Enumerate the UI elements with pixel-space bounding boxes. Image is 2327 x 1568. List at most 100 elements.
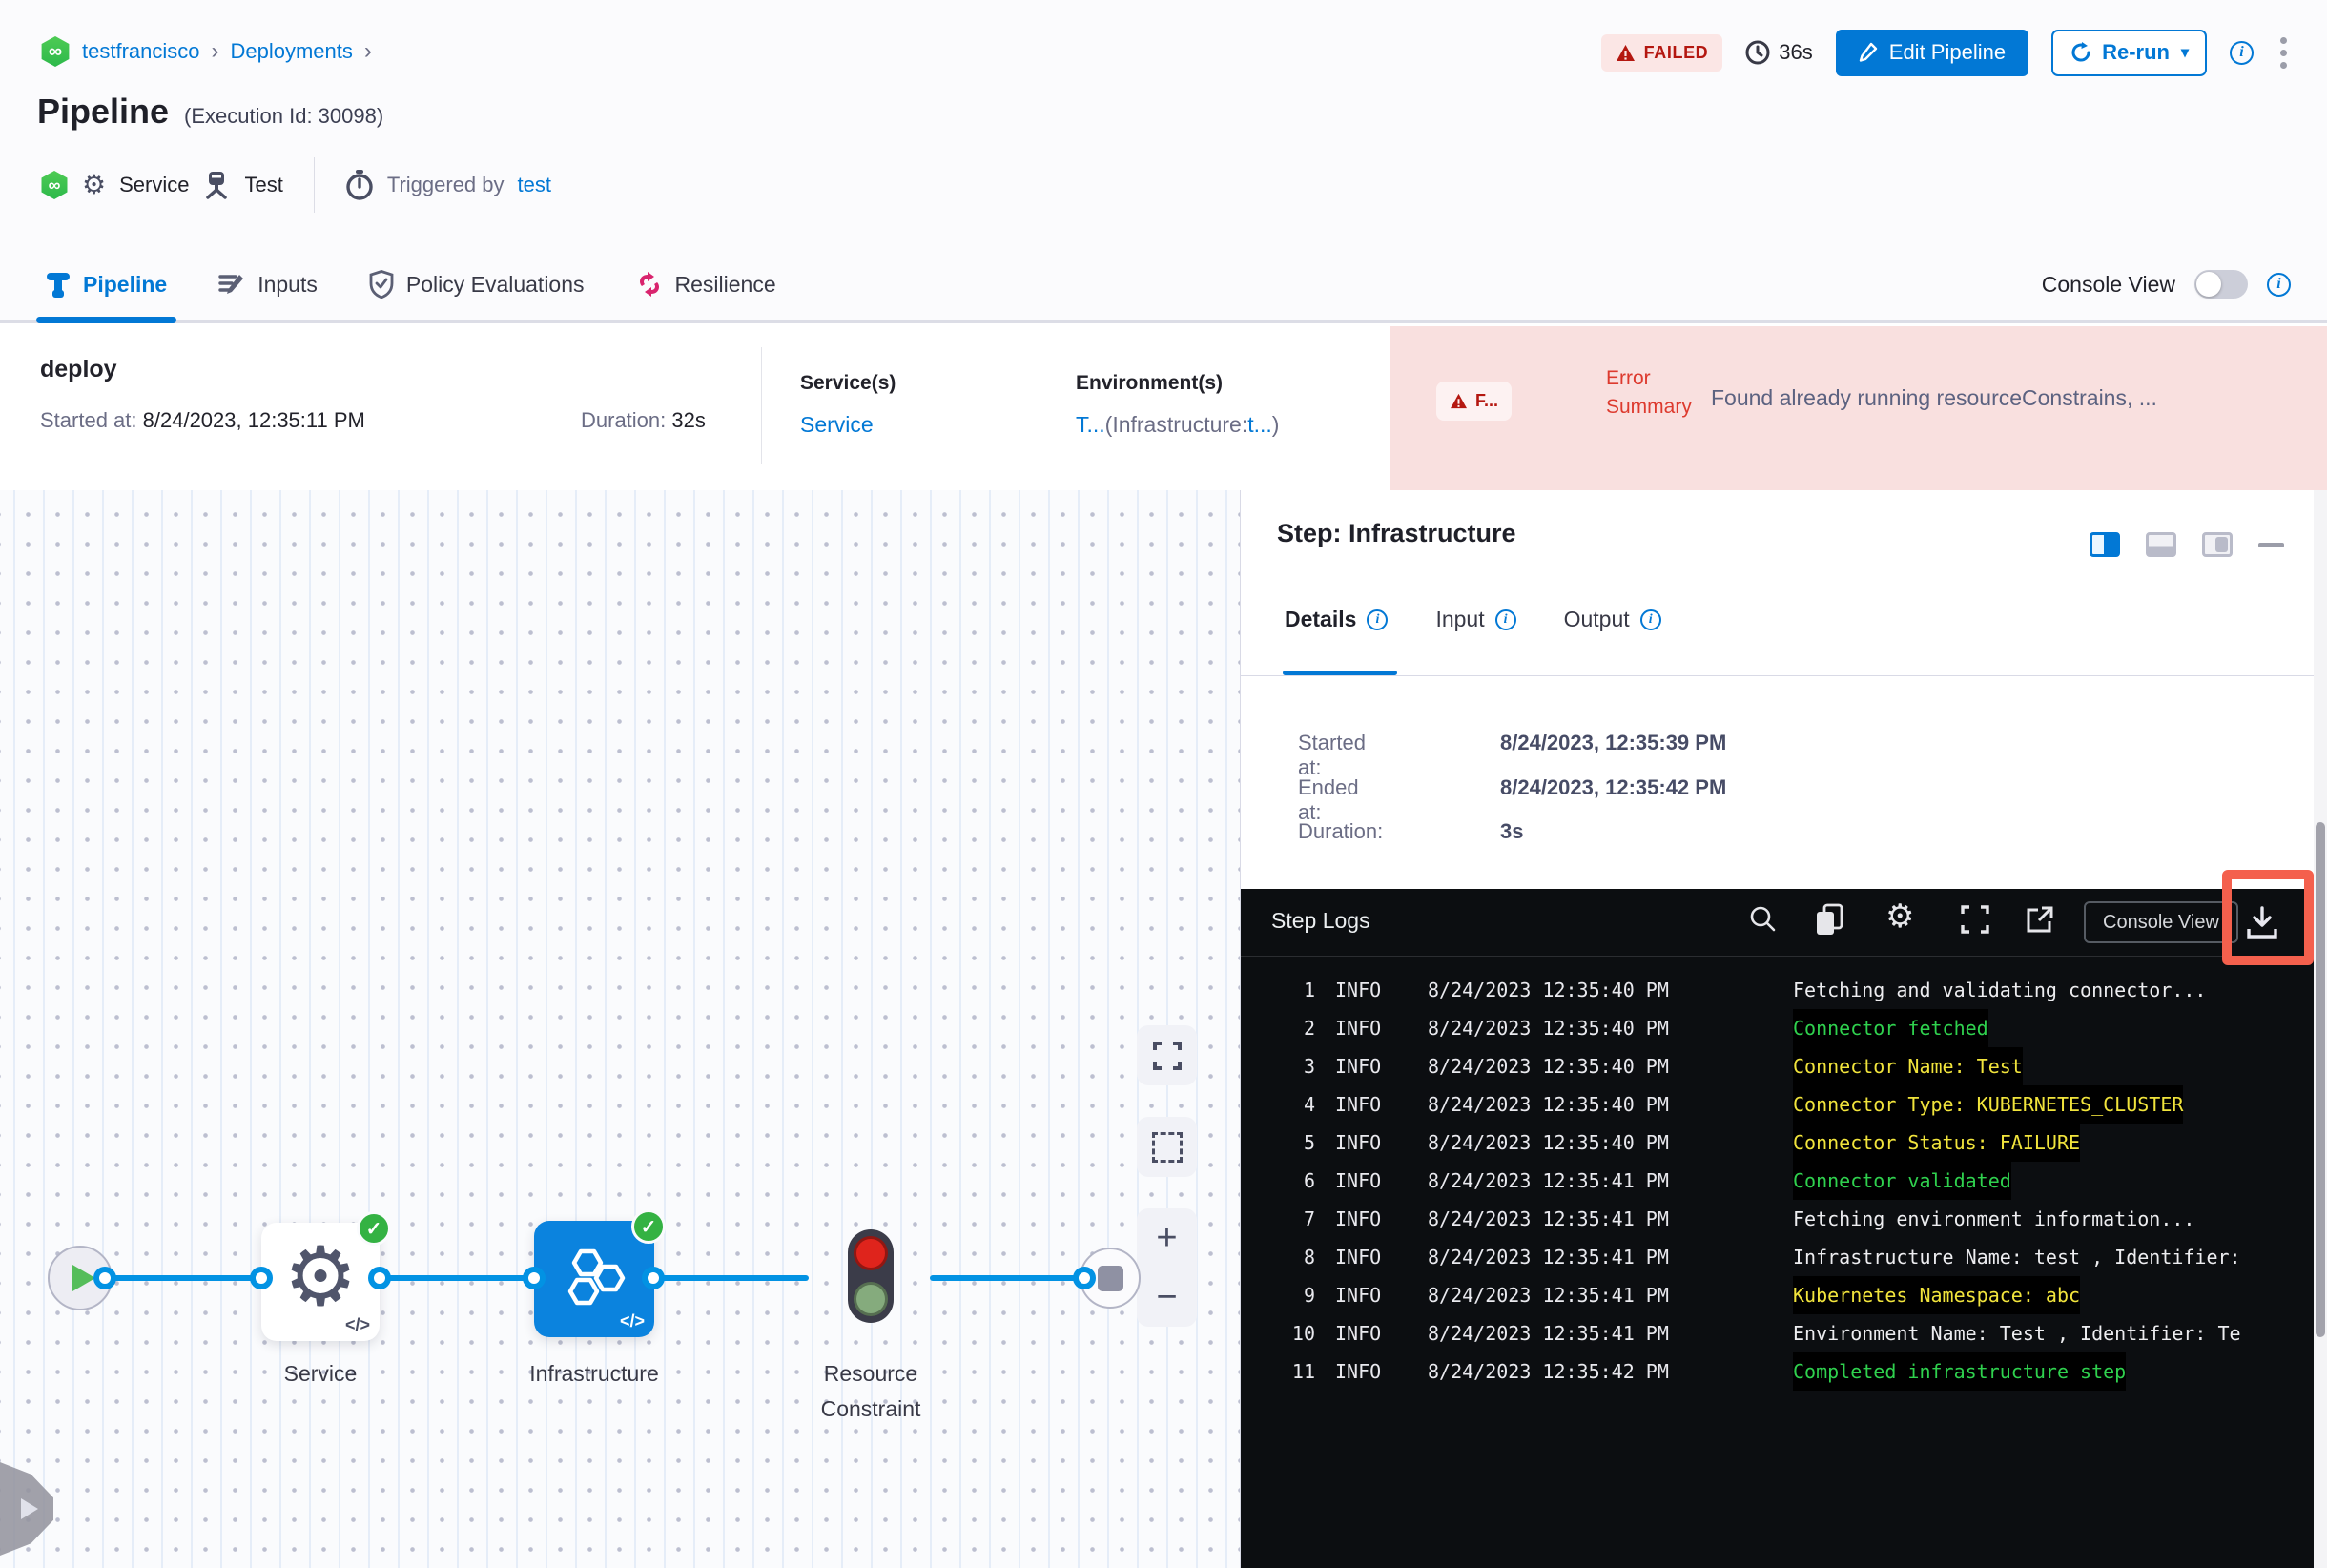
pipeline-graph-canvas[interactable]: ⚙ </> ✓ </> ✓ Service Infrastructure Res… xyxy=(0,490,1241,1568)
log-settings-gear-icon[interactable]: ⚙ xyxy=(1885,898,1915,935)
breadcrumb-deployments-link[interactable]: Deployments xyxy=(230,39,353,63)
environment-link[interactable]: T... xyxy=(1076,412,1105,437)
node-service[interactable]: ⚙ </> ✓ xyxy=(261,1211,391,1341)
logs-fullscreen-icon[interactable] xyxy=(1960,904,1990,935)
log-line-number: 2 xyxy=(1303,1017,1315,1040)
tab-resilience[interactable]: Resilience xyxy=(636,245,776,323)
minimize-panel-button[interactable] xyxy=(2258,542,2284,547)
info-icon[interactable]: i xyxy=(1494,609,1516,630)
info-icon[interactable]: i xyxy=(1367,609,1389,630)
error-status-badge: F... xyxy=(1436,382,1513,421)
logs-console-view-button[interactable]: Console View xyxy=(2084,901,2238,943)
detail-label: Started at: xyxy=(1298,731,1366,779)
success-check-icon: ✓ xyxy=(631,1209,666,1244)
log-timestamp: 8/24/2023 12:35:40 PM xyxy=(1428,1093,1669,1116)
stage-started: Started at: 8/24/2023, 12:35:11 PM xyxy=(40,408,365,432)
tab-pipeline[interactable]: Pipeline xyxy=(35,245,177,323)
divider xyxy=(313,157,315,213)
breadcrumb-project-link[interactable]: testfrancisco xyxy=(82,39,200,63)
edit-pipeline-button[interactable]: Edit Pipeline xyxy=(1835,29,2029,76)
canvas-fullscreen-button[interactable] xyxy=(1137,1025,1197,1085)
caret-down-icon: ▾ xyxy=(2180,45,2189,61)
info-icon[interactable]: i xyxy=(1639,609,1661,630)
rerun-button[interactable]: Re-run ▾ xyxy=(2051,29,2207,76)
selection-icon xyxy=(1151,1131,1183,1163)
execution-tabbar: Pipeline Inputs Policy Evaluations Resil… xyxy=(0,245,2327,323)
download-logs-icon[interactable] xyxy=(2244,906,2280,940)
log-level: INFO xyxy=(1335,1131,1382,1154)
environment-infra-link[interactable]: t... xyxy=(1247,412,1272,437)
pencil-icon xyxy=(1859,42,1877,62)
log-message: Connector Type: KUBERNETES_CLUSTER xyxy=(1793,1085,2184,1124)
code-glyph: </> xyxy=(619,1311,645,1331)
log-line-number: 5 xyxy=(1303,1131,1315,1154)
stopwatch-icon xyxy=(346,170,373,200)
log-timestamp: 8/24/2023 12:35:41 PM xyxy=(1428,1169,1669,1192)
zoom-in-button[interactable]: + xyxy=(1156,1218,1178,1258)
harness-logo-icon: ∞ xyxy=(41,36,70,67)
layout-horizontal-split-button[interactable] xyxy=(2146,532,2176,557)
node-resource-constraint[interactable] xyxy=(848,1229,894,1323)
layout-floating-button[interactable] xyxy=(2202,532,2233,557)
search-icon[interactable] xyxy=(1748,904,1777,933)
tab-policy-evaluations[interactable]: Policy Evaluations xyxy=(369,245,585,323)
log-message: Fetching environment information... xyxy=(1793,1207,2195,1230)
log-timestamp: 8/24/2023 12:35:40 PM xyxy=(1428,1055,1669,1078)
canvas-zoom-controls: + − xyxy=(1137,1208,1197,1327)
tab-inputs[interactable]: Inputs xyxy=(218,245,318,323)
green-light-icon xyxy=(854,1282,888,1316)
graph-edge xyxy=(105,1275,261,1281)
log-timestamp: 8/24/2023 12:35:41 PM xyxy=(1428,1207,1669,1230)
edge-port xyxy=(523,1267,546,1289)
edge-port xyxy=(642,1267,665,1289)
info-icon[interactable]: i xyxy=(2267,272,2291,297)
copy-icon[interactable] xyxy=(1813,902,1845,939)
service-link[interactable]: Service xyxy=(800,412,874,437)
edge-port xyxy=(368,1267,391,1289)
end-node[interactable] xyxy=(1080,1248,1141,1309)
detail-label: Ended at: xyxy=(1298,775,1359,824)
more-options-menu[interactable] xyxy=(2276,33,2291,72)
node-label: Infrastructure xyxy=(529,1361,659,1386)
edge-port xyxy=(1073,1267,1096,1289)
canvas-select-button[interactable] xyxy=(1137,1117,1197,1177)
open-external-icon[interactable] xyxy=(2025,904,2055,935)
detail-label: Duration: xyxy=(1298,819,1384,843)
code-glyph: </> xyxy=(344,1315,370,1334)
stage-summary-bar: deploy Started at: 8/24/2023, 12:35:11 P… xyxy=(0,326,2327,490)
layout-vertical-split-button[interactable] xyxy=(2090,532,2120,557)
triggered-by-link[interactable]: test xyxy=(517,173,551,196)
log-line-number: 7 xyxy=(1303,1207,1315,1230)
stop-icon xyxy=(1097,1265,1123,1291)
zoom-out-button[interactable]: − xyxy=(1156,1277,1178,1317)
info-icon[interactable]: i xyxy=(2230,40,2254,65)
detail-value: 3s xyxy=(1500,819,1524,843)
left-panel-expander[interactable] xyxy=(0,1462,53,1556)
step-panel-title: Step: Infrastructure xyxy=(1277,519,1516,547)
log-message: Infrastructure Name: test , Identifier: xyxy=(1793,1246,2241,1269)
chevron-right-icon xyxy=(21,1498,38,1519)
resilience-icon xyxy=(639,272,659,297)
panel-scrollbar[interactable] xyxy=(2314,490,2327,1568)
success-check-icon: ✓ xyxy=(357,1211,391,1246)
scrollbar-thumb[interactable] xyxy=(2316,822,2325,1337)
node-infrastructure[interactable]: </> ✓ xyxy=(534,1209,666,1337)
log-message: Connector Name: Test xyxy=(1793,1047,2023,1085)
log-line-number: 4 xyxy=(1303,1093,1315,1116)
console-view-toggle[interactable] xyxy=(2194,270,2248,299)
console-view-label: Console View xyxy=(2041,271,2175,297)
fullscreen-icon xyxy=(1152,1041,1182,1070)
pipeline-meta: ∞ ⚙ Service Test Triggered by test xyxy=(40,157,551,213)
log-timestamp: 8/24/2023 12:35:42 PM xyxy=(1428,1360,1669,1383)
